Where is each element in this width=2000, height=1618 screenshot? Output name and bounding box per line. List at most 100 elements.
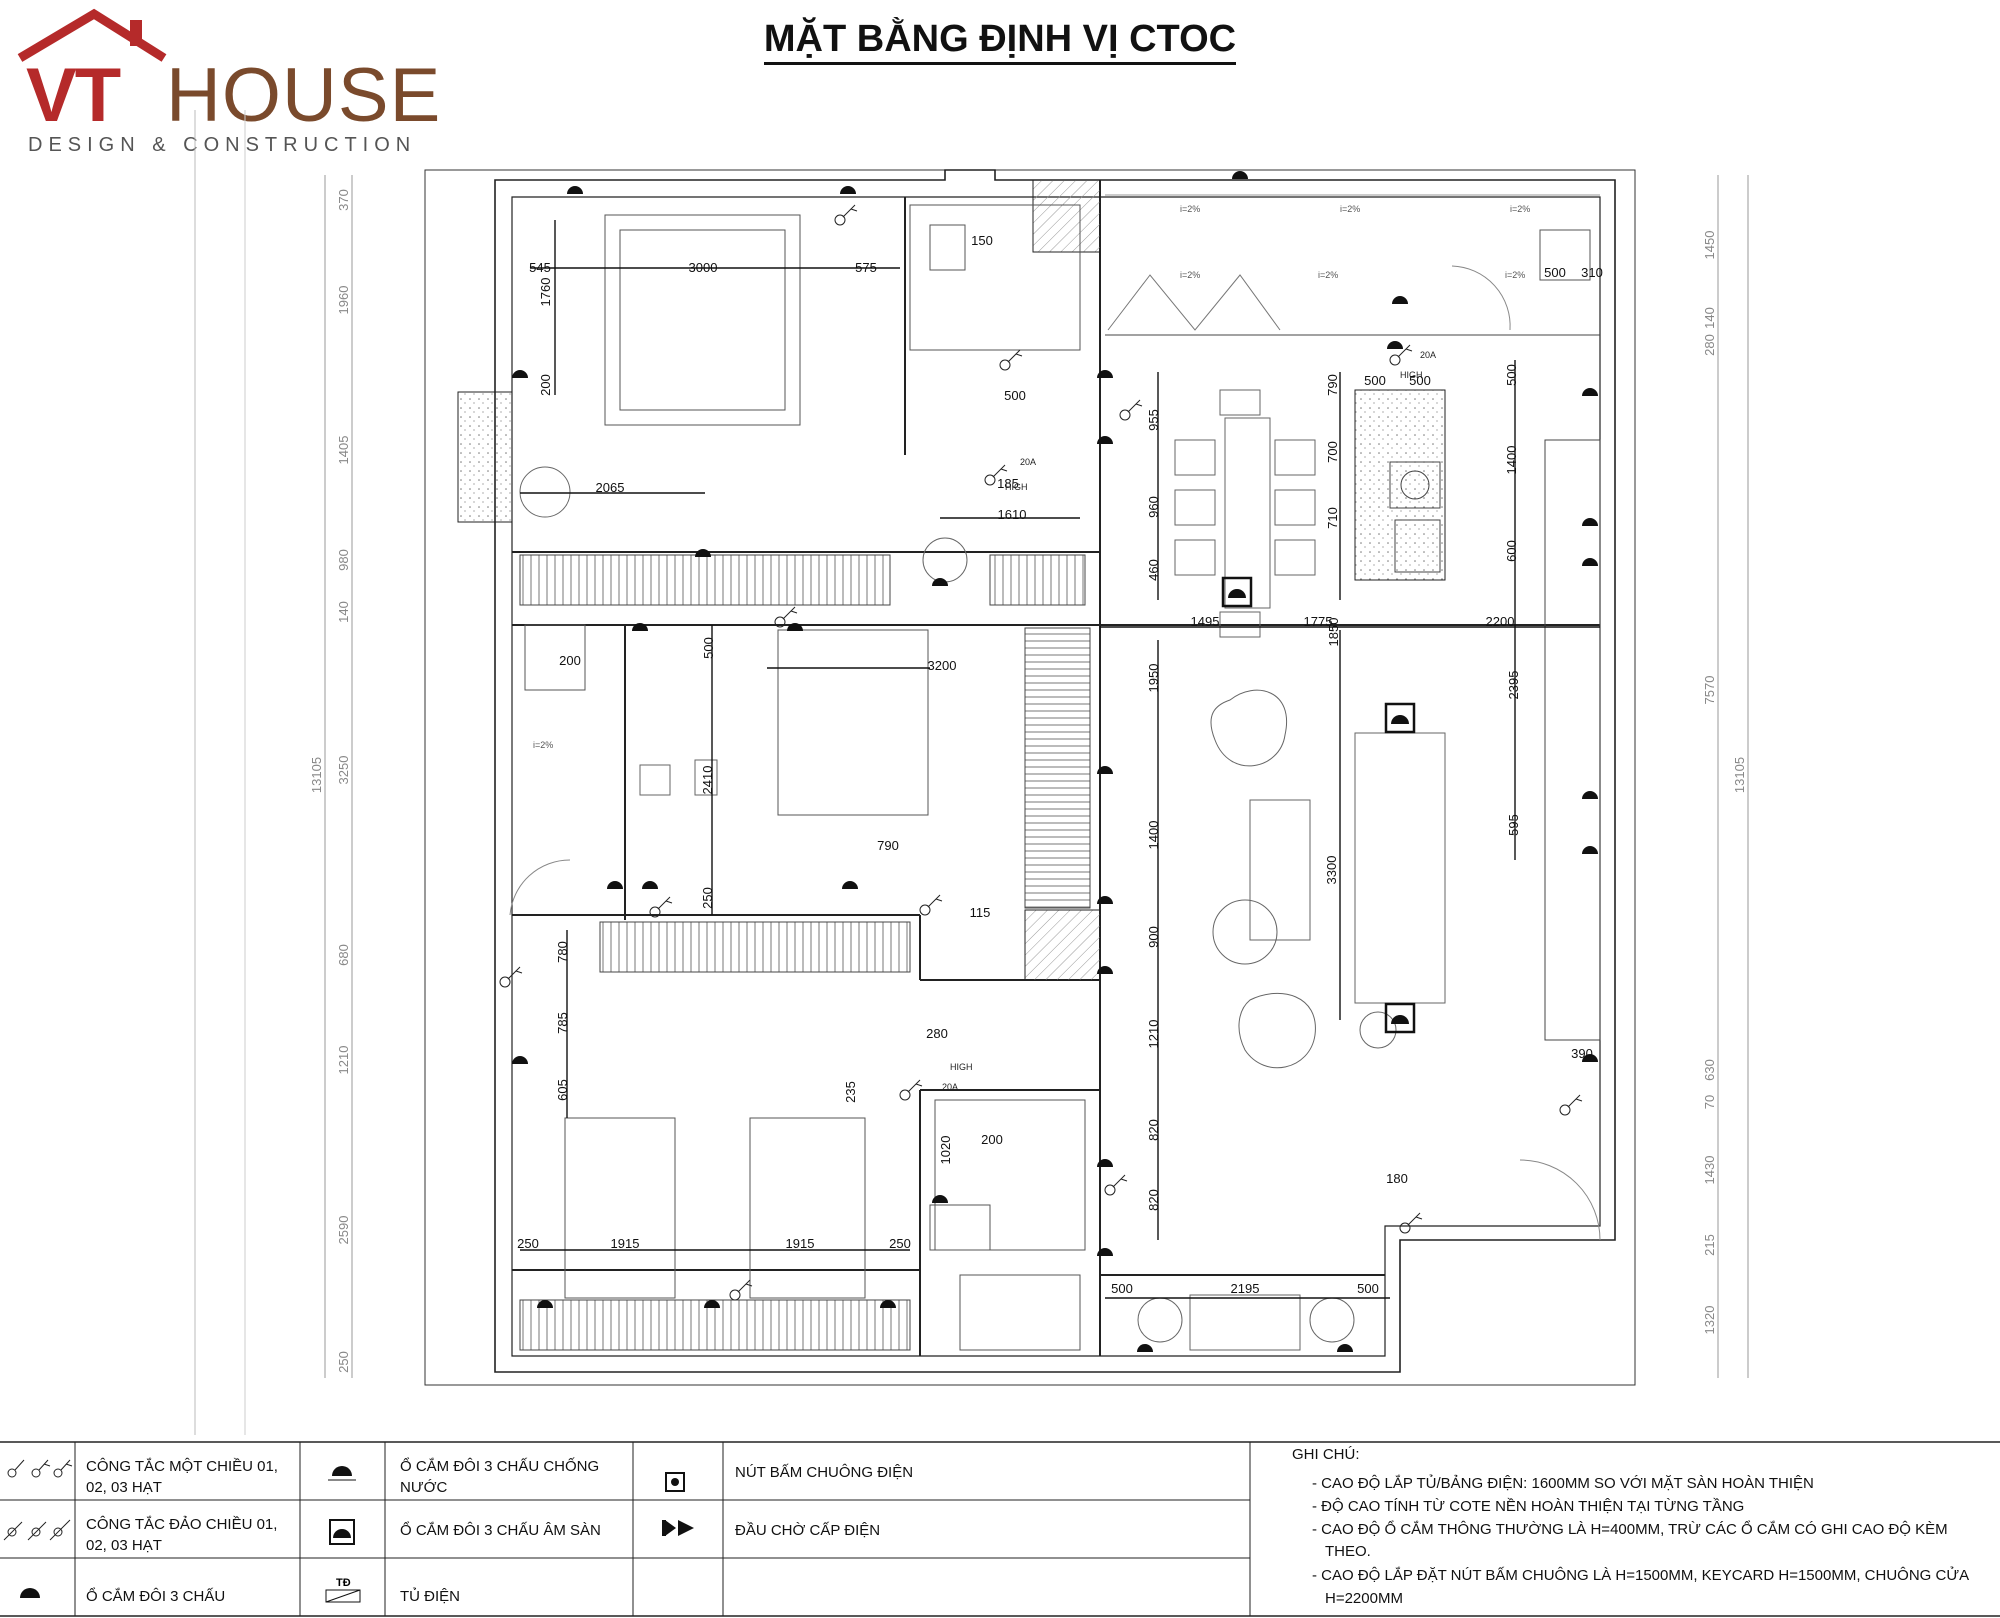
- notes-title: GHI CHÚ:: [1292, 1446, 1360, 1463]
- legend-doorbell-button: NÚT BẤM CHUÔNG ĐIỆN: [735, 1464, 914, 1481]
- dimension-total-label: 13105: [309, 757, 324, 793]
- dimension-label: 185: [997, 476, 1019, 491]
- outer-dimension-lines: [324, 175, 1749, 1378]
- balcony-doors: [1105, 194, 1600, 336]
- dimension-label: 595: [1506, 814, 1521, 836]
- dimension-label: 785: [555, 1012, 570, 1034]
- dimension-label: 1020: [938, 1136, 953, 1165]
- dimension-label: 1320: [1702, 1306, 1717, 1335]
- dimension-label: 115: [970, 905, 991, 920]
- door-swings: [509, 265, 1601, 1241]
- switch-icon: [1389, 344, 1413, 366]
- dimension-label: 140: [1702, 307, 1717, 329]
- dimension-label: 1850: [1326, 618, 1341, 647]
- dimension-label: 960: [1146, 496, 1161, 518]
- legend-waterproof-outlet: Ổ CẮM ĐÔI 3 CHẤU CHỐNG NƯỚC: [400, 1458, 600, 1496]
- outlet-icon: [695, 549, 711, 557]
- outlet-icon: [20, 1588, 40, 1598]
- floor-outlet-icon: [1221, 576, 1253, 608]
- logo-subtitle: DESIGN & CONSTRUCTION: [28, 134, 417, 156]
- dimension-label: 605: [555, 1079, 570, 1101]
- outlet-icon: [1582, 558, 1598, 566]
- outlet-icon: [1097, 370, 1113, 378]
- two-way-switch-icon: [3, 1519, 71, 1541]
- dimension-label: 1450: [1702, 231, 1717, 260]
- dimension-label: 3200: [928, 658, 957, 673]
- note-line-5: - CAO ĐỘ LẮP ĐẶT NÚT BẤM CHUÔNG LÀ H=150…: [1312, 1567, 1970, 1584]
- svg-text:TĐ: TĐ: [336, 1577, 351, 1589]
- dimension-label: 280: [1702, 334, 1717, 356]
- dimension-label: 900: [1146, 926, 1161, 948]
- outlet-icon: [642, 881, 658, 889]
- outlet-icon: [1097, 1159, 1113, 1167]
- dimension-label: 790: [1325, 374, 1340, 396]
- slope-labels: i=2%i=2%i=2%i=2%i=2%i=2%i=2%: [533, 204, 1530, 750]
- switch-icon: [1399, 1212, 1423, 1234]
- outlet-icon: [1582, 846, 1598, 854]
- outlet-icon: [1097, 436, 1113, 444]
- dimension-label: 820: [1146, 1189, 1161, 1211]
- dimension-label: 500: [1544, 265, 1566, 280]
- dimension-label: 200: [538, 374, 553, 396]
- switch-icon: [1559, 1094, 1583, 1116]
- slope-label: i=2%: [1180, 270, 1200, 280]
- floor-plan: 3701960140598014032506801210259025013105…: [194, 110, 1749, 1435]
- dimension-label: 700: [1325, 441, 1340, 463]
- company-logo: VT HOUSE DESIGN & CONSTRUCTION: [14, 6, 440, 156]
- slope-label: i=2%: [1510, 204, 1530, 214]
- dimension-label: 710: [1325, 507, 1340, 529]
- dimension-label: 370: [336, 189, 351, 211]
- outlet-icon: [1097, 896, 1113, 904]
- waterproof-outlet-icon: [328, 1466, 356, 1481]
- dimension-label: 2410: [700, 766, 715, 795]
- dimension-label: 600: [1504, 540, 1519, 562]
- height-tag: HIGH: [950, 1062, 973, 1072]
- switch-icon: [774, 606, 798, 628]
- dimension-label: 310: [1581, 265, 1603, 280]
- outlet-icon: [787, 623, 803, 631]
- slope-label: i=2%: [533, 740, 553, 750]
- outlet-icon: [840, 186, 856, 194]
- height-tag: HIGH: [1005, 482, 1028, 492]
- dimension-label: 1915: [786, 1236, 815, 1251]
- logo-vt: VT: [26, 53, 121, 138]
- floor-outlet-icon: [1228, 589, 1246, 598]
- outlet-icon: [1337, 1344, 1353, 1352]
- outlet-icon: [1232, 171, 1248, 179]
- dimension-label: 250: [700, 887, 715, 909]
- legend-two-way-switch: CÔNG TẮC ĐẢO CHIỀU 01, 02, 03 HẠT: [86, 1516, 278, 1554]
- outlet-icon: [512, 370, 528, 378]
- legend-outlet: Ổ CẮM ĐÔI 3 CHẤU: [86, 1588, 226, 1605]
- dimension-label: 390: [1571, 1046, 1593, 1061]
- note-line-4: THEO.: [1325, 1543, 1371, 1560]
- dimension-label: 980: [336, 549, 351, 571]
- height-tag: HIGH: [1400, 370, 1423, 380]
- plan-frame: [194, 110, 1636, 1435]
- interior-walls: [512, 180, 1600, 1356]
- height-tag: 20A: [1420, 350, 1436, 360]
- floor-outlet-icon: [1384, 1002, 1416, 1034]
- outlet-icon: [1392, 296, 1408, 304]
- dimension-label: 180: [1386, 1171, 1408, 1186]
- switch-icon: [834, 204, 858, 226]
- logo-roof-icon: [17, 8, 167, 62]
- note-line-3: - CAO ĐỘ Ổ CẮM THÔNG THƯỜNG LÀ H=400MM, …: [1312, 1521, 1948, 1538]
- dimension-label: 500: [1409, 373, 1431, 388]
- dimension-label: 1400: [1504, 446, 1519, 475]
- dimension-label: 500: [1111, 1281, 1133, 1296]
- dimension-label: 1775: [1304, 614, 1333, 629]
- dimension-label: 1610: [998, 507, 1027, 522]
- outlet-icon: [1582, 388, 1598, 396]
- outlet-icon: [1097, 966, 1113, 974]
- outlet-icon: [607, 881, 623, 889]
- doorbell-button-icon: [665, 1472, 685, 1492]
- switch-icon: [899, 1079, 923, 1101]
- outlet-icon: [1387, 341, 1403, 349]
- dimension-label: 2065: [596, 480, 625, 495]
- beds: [564, 214, 929, 1299]
- legend-table: TĐ CÔNG TẮC MỘT CHIỀU 01, 02, 03 HẠT CÔN…: [0, 1440, 2000, 1618]
- wardrobes: [519, 439, 1601, 1351]
- legend-power-point: ĐẦU CHỜ CẤP ĐIỆN: [735, 1522, 881, 1539]
- structural-columns: [1024, 179, 1101, 981]
- dimension-label: 200: [981, 1132, 1003, 1147]
